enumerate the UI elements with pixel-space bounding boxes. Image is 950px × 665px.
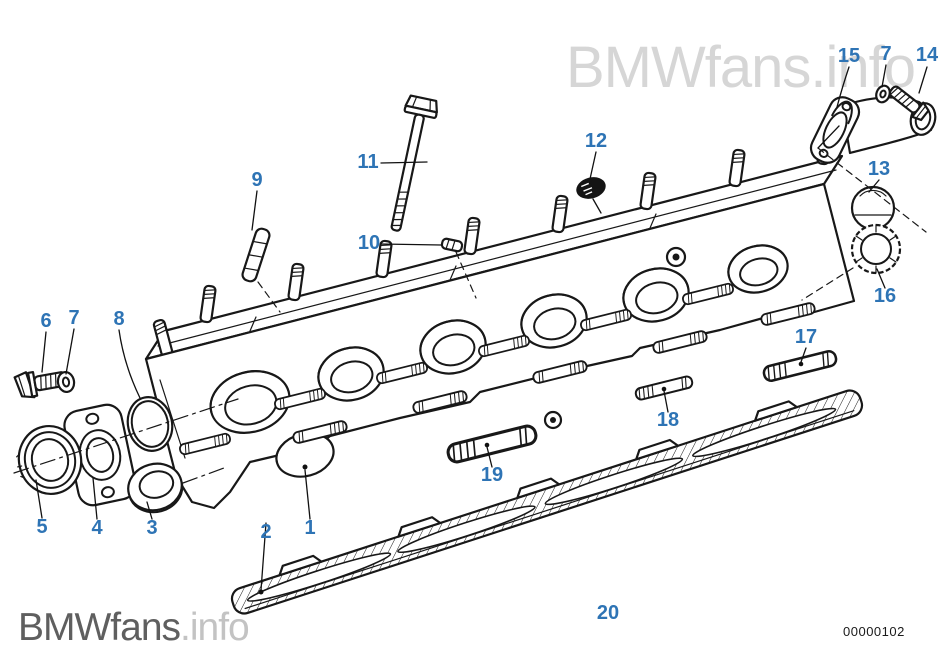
callout-7: 7 bbox=[68, 307, 80, 329]
callout-10: 10 bbox=[357, 232, 381, 254]
callout-2: 2 bbox=[260, 521, 272, 543]
callout-12: 12 bbox=[584, 130, 608, 152]
watermark-brand: BMWfans bbox=[18, 606, 181, 649]
callout-3: 3 bbox=[146, 517, 158, 539]
callout-19: 19 bbox=[480, 464, 504, 486]
callout-14: 14 bbox=[915, 44, 939, 66]
dowel-part-9 bbox=[241, 227, 271, 283]
cylinder-head bbox=[54, 126, 856, 510]
head-gasket bbox=[230, 389, 864, 615]
cap-nut-part-12 bbox=[576, 177, 606, 199]
callout-18: 18 bbox=[656, 409, 680, 431]
callout-6: 6 bbox=[40, 310, 52, 332]
plug-part-10 bbox=[440, 237, 464, 253]
watermark-suffix: .info bbox=[180, 606, 250, 649]
hex-bolt-part-14 bbox=[888, 85, 930, 122]
leader-lines bbox=[35, 64, 928, 595]
washer-part-7-left bbox=[56, 370, 76, 394]
intake-ports bbox=[317, 244, 789, 402]
callout-9: 9 bbox=[251, 169, 263, 191]
head-bolt-part-11 bbox=[390, 94, 438, 232]
callout-11: 11 bbox=[357, 151, 379, 173]
callout-15: 15 bbox=[837, 45, 861, 67]
drawing-number: 00000102 bbox=[843, 624, 905, 639]
callout-13: 13 bbox=[867, 158, 891, 180]
callout-16: 16 bbox=[873, 285, 897, 307]
callout-20: 20 bbox=[596, 602, 620, 624]
callout-1: 1 bbox=[304, 517, 316, 539]
seal-ring-part-5 bbox=[16, 425, 83, 495]
bearing-shell-part-3 bbox=[127, 462, 184, 514]
watermark-bottom: BMWfans.info bbox=[18, 606, 250, 650]
callout-7: 7 bbox=[880, 43, 892, 65]
round-gasket-part-8 bbox=[126, 396, 174, 452]
callout-5: 5 bbox=[36, 516, 48, 538]
watermark-top: BMWfans.info bbox=[566, 35, 916, 100]
washer-part-7-right bbox=[875, 84, 891, 104]
construction-lines bbox=[13, 147, 927, 484]
knurled-ring-part-16 bbox=[850, 223, 902, 275]
callout-17: 17 bbox=[794, 326, 818, 348]
callout-4: 4 bbox=[91, 517, 103, 539]
callout-8: 8 bbox=[113, 308, 125, 330]
